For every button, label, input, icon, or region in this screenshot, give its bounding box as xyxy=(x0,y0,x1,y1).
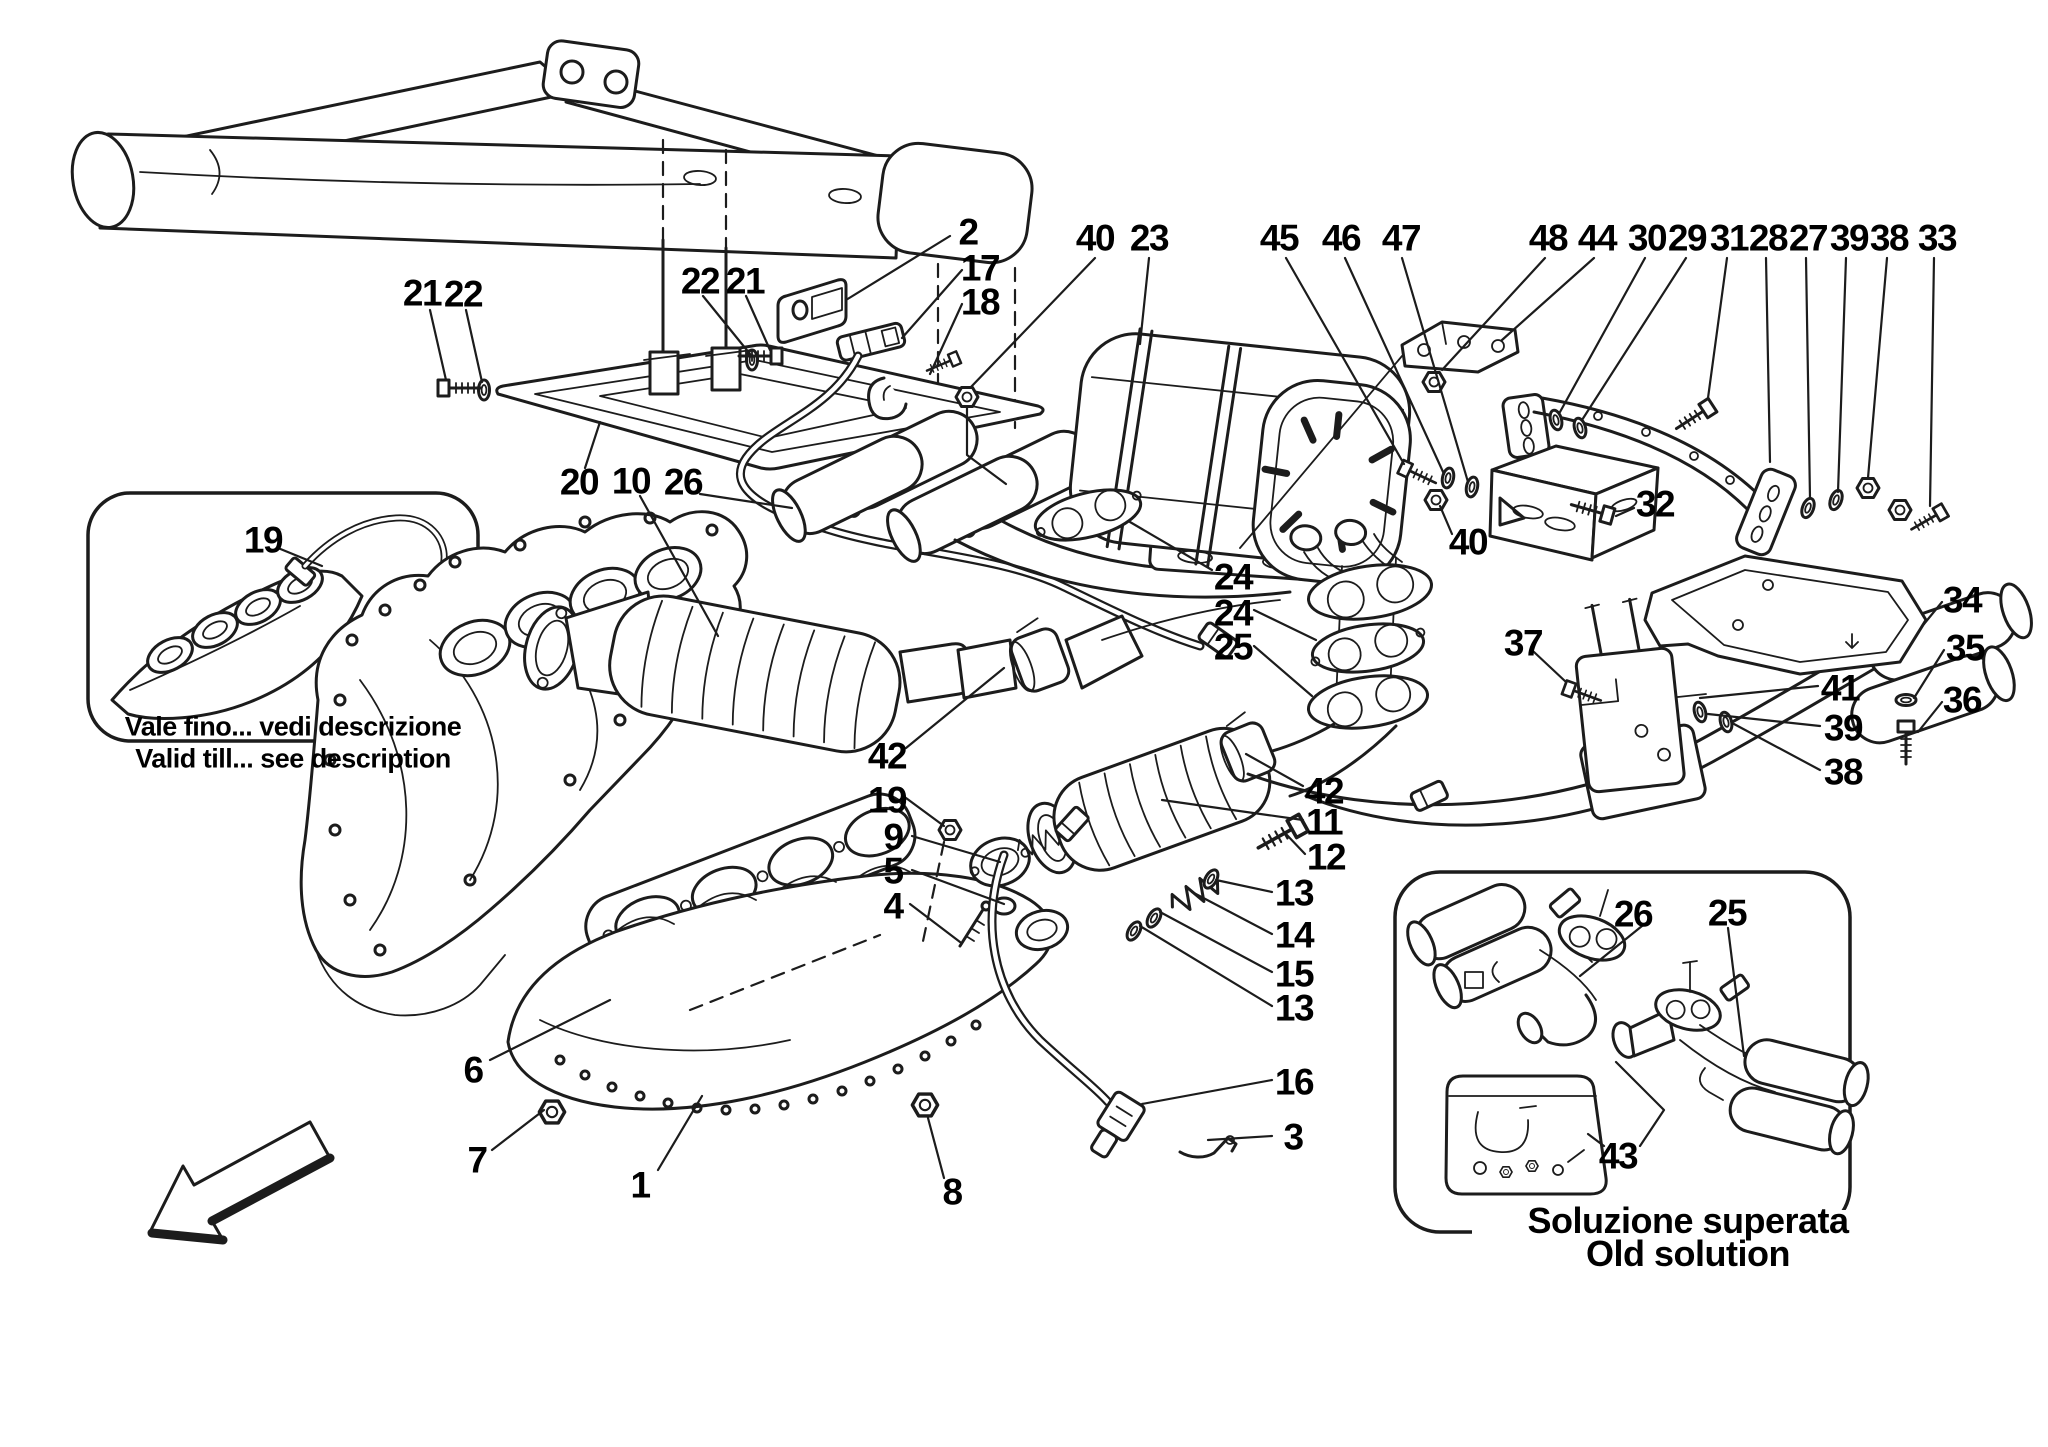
catalytic-converter-upper xyxy=(523,590,1281,754)
part-label-26: 26 xyxy=(663,461,704,503)
part-label-37: 37 xyxy=(1503,622,1544,664)
part-label-48: 48 xyxy=(1528,217,1569,259)
part-label-20: 20 xyxy=(559,461,600,503)
part-label-14: 14 xyxy=(1274,914,1315,956)
part-label-22: 22 xyxy=(680,260,721,302)
part-label-35: 35 xyxy=(1945,627,1986,669)
part-label-16: 16 xyxy=(1274,1061,1315,1103)
part-label-41: 41 xyxy=(1820,667,1861,709)
part-label-36: 36 xyxy=(1942,679,1983,721)
part-label-17: 17 xyxy=(960,247,1001,289)
part-label-39: 39 xyxy=(1829,217,1870,259)
part-label-31: 31 xyxy=(1709,217,1750,259)
cable-mounting-hardware xyxy=(776,278,908,421)
caption-old-solution-en: Old solution xyxy=(1586,1233,1790,1274)
exhaust-manifold xyxy=(506,836,1070,1116)
part-label-40: 40 xyxy=(1075,217,1116,259)
sensor-harness-cable xyxy=(735,351,1239,659)
part-label-7: 7 xyxy=(467,1139,488,1181)
part-label-3: 3 xyxy=(1283,1116,1304,1158)
caption-valid-till-it: Vale fino... vedi descrizione xyxy=(124,711,462,742)
part-label-44: 44 xyxy=(1577,217,1618,259)
part-label-25: 25 xyxy=(1213,626,1254,668)
part-label-18: 18 xyxy=(960,281,1001,323)
muffler xyxy=(1068,327,1412,586)
flange-stack xyxy=(1250,557,1434,798)
oxygen-sensor xyxy=(987,805,1238,1159)
part-label-23: 23 xyxy=(1129,217,1170,259)
part-label-29: 29 xyxy=(1667,217,1708,259)
part-label-1: 1 xyxy=(630,1164,651,1206)
part-label-13: 13 xyxy=(1274,987,1315,1029)
caption-valid-till-en: Valid till... see description xyxy=(135,743,451,774)
part-label-34: 34 xyxy=(1942,579,1983,621)
part-label-39: 39 xyxy=(1823,707,1864,749)
part-label-11: 11 xyxy=(1305,801,1344,843)
part-label-9: 9 xyxy=(883,816,904,858)
part-label-27: 27 xyxy=(1788,217,1829,259)
part-label-25: 25 xyxy=(1707,892,1748,934)
part-label-12: 12 xyxy=(1306,836,1347,878)
part-label-21: 21 xyxy=(402,272,443,314)
part-label-15: 15 xyxy=(1274,953,1315,995)
part-label-46: 46 xyxy=(1321,217,1362,259)
part-label-8: 8 xyxy=(942,1171,963,1213)
part-label-43: 43 xyxy=(1598,1135,1639,1177)
crossmember-tube xyxy=(70,39,1034,472)
part-label-38: 38 xyxy=(1869,217,1910,259)
part-label-47: 47 xyxy=(1381,217,1422,259)
part-label-6: 6 xyxy=(463,1049,484,1091)
part-label-26: 26 xyxy=(1613,893,1654,935)
part-label-2: 2 xyxy=(958,211,979,253)
part-label-21: 21 xyxy=(725,260,766,302)
part-label-22: 22 xyxy=(443,273,484,315)
part-label-42: 42 xyxy=(1304,770,1345,812)
gasket-front xyxy=(1033,488,1143,542)
part-label-45: 45 xyxy=(1259,217,1300,259)
direction-arrow xyxy=(147,1120,335,1245)
part-label-4: 4 xyxy=(883,885,904,927)
part-label-30: 30 xyxy=(1627,217,1668,259)
part-label-5: 5 xyxy=(883,850,904,892)
inset-old-solution xyxy=(1393,870,1904,1246)
part-label-33: 33 xyxy=(1917,217,1958,259)
part-label-42: 42 xyxy=(867,735,908,777)
part-label-13: 13 xyxy=(1274,872,1315,914)
catalytic-converter-lower xyxy=(1026,711,1277,875)
part-label-38: 38 xyxy=(1823,751,1864,793)
leader-lines xyxy=(276,234,1946,1180)
part-label-28: 28 xyxy=(1748,217,1789,259)
part-label-24: 24 xyxy=(1213,556,1254,598)
part-label-19: 19 xyxy=(867,779,908,821)
part-label-40: 40 xyxy=(1448,521,1489,563)
part-label-19: 19 xyxy=(243,519,284,561)
caption-old-solution-it: Soluzione superata xyxy=(1527,1200,1849,1241)
part-label-32: 32 xyxy=(1635,483,1676,525)
part-label-10: 10 xyxy=(611,460,652,502)
part-label-24: 24 xyxy=(1213,592,1254,634)
